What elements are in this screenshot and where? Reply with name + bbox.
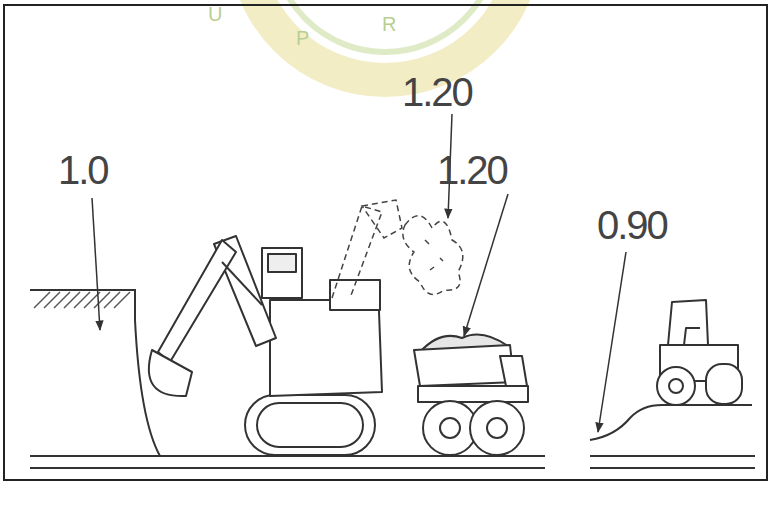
hydraulic-cylinder [222, 262, 262, 305]
roller-rops [668, 300, 708, 345]
factor-label: 1.0 [58, 150, 108, 190]
factor-label: 0.90 [597, 205, 667, 245]
factor-label: 1.20 [402, 72, 472, 112]
excavator-cab [262, 248, 302, 298]
excavator-window [268, 254, 296, 272]
swing-path [332, 200, 463, 298]
hatch-line [114, 292, 130, 308]
truck-hub [440, 418, 460, 438]
truck-hub [487, 418, 507, 438]
hatch-line [104, 292, 120, 308]
watermark-letter: R [382, 14, 396, 34]
watermark-letter: P [296, 28, 309, 48]
watermark-ring [245, 0, 525, 80]
excavator-bucket [149, 350, 192, 396]
dashed-bucket [362, 200, 402, 238]
bank-soil [30, 290, 160, 456]
ground-line [590, 455, 755, 457]
watermark-ring [273, 0, 497, 52]
compacted-fill [590, 405, 752, 440]
hatch-line [94, 292, 110, 308]
hatch-line [64, 292, 80, 308]
roller [657, 300, 742, 405]
roller-wheel [657, 367, 695, 405]
leader-line [598, 252, 626, 432]
truck-body [414, 345, 514, 386]
dashed-boom [332, 206, 382, 298]
excavator-track [245, 395, 375, 455]
ground-line [30, 467, 545, 469]
truck-cab [500, 356, 527, 386]
frame-border [4, 5, 767, 480]
hatch-line [74, 292, 90, 308]
leader-line [464, 194, 508, 336]
leader-line [92, 198, 100, 330]
falling-soil [425, 240, 443, 270]
ground-line [590, 467, 755, 469]
hatch-line [44, 292, 60, 308]
truck-wheel [470, 401, 524, 455]
excavator-arm [158, 240, 236, 362]
truck-wheel [423, 401, 477, 455]
soil-hatch [34, 292, 130, 308]
excavator [149, 236, 382, 455]
leader-line [92, 114, 626, 432]
truck-chassis [418, 386, 528, 402]
roller-seat [684, 328, 700, 345]
roller-hub [669, 379, 683, 393]
factor-label: 1.20 [437, 150, 507, 190]
ground-line [30, 456, 755, 468]
roller-drum [706, 364, 742, 404]
hatch-line [34, 292, 50, 308]
hatch-line [54, 292, 70, 308]
falling-soil [403, 216, 463, 295]
excavator-track [257, 403, 363, 447]
dump-truck [414, 334, 528, 455]
watermark-letter: U [208, 4, 222, 24]
